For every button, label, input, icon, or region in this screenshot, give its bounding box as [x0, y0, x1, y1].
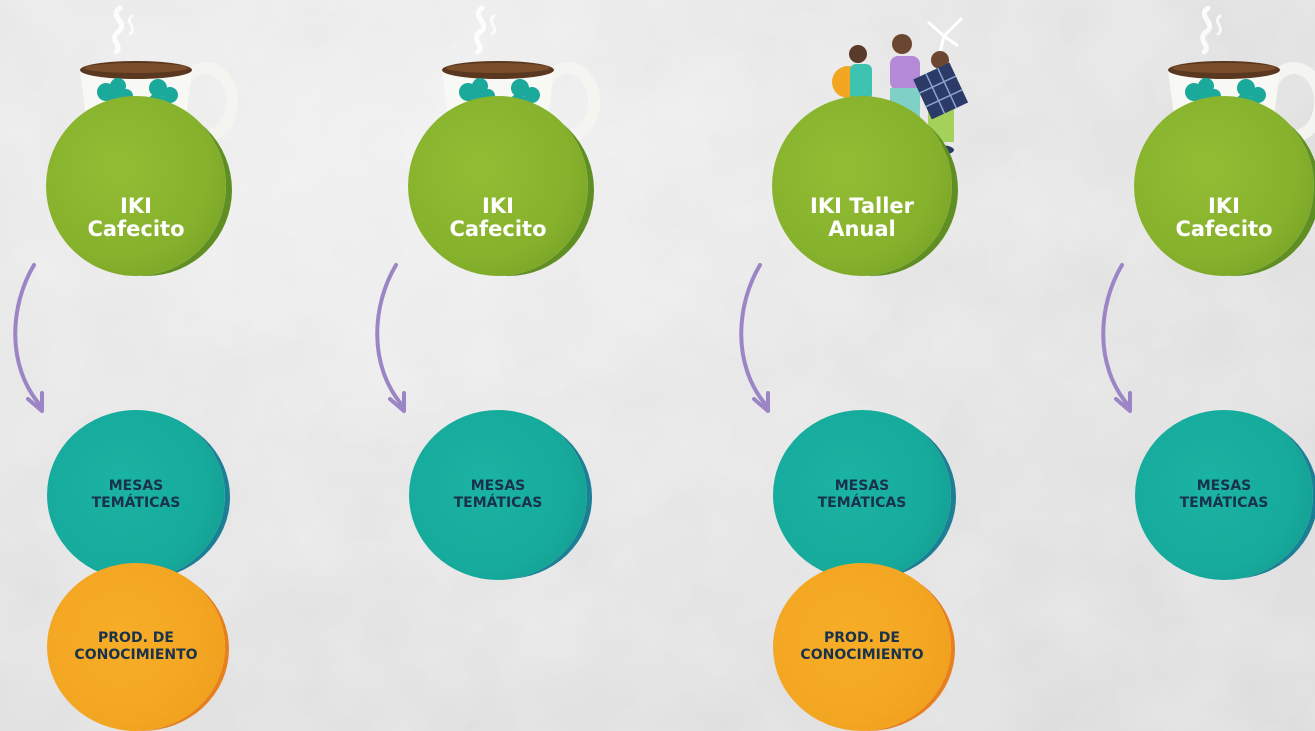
mesas-tematicas-circle: MESAS TEMÁTICAS: [773, 410, 951, 580]
flow-column-3: IKI Taller Anual MESAS TEMÁTICAS PROD. D…: [726, 0, 969, 731]
prod-conocimiento-circle: PROD. DE CONOCIMIENTO: [47, 563, 225, 731]
event-label: IKI Cafecito: [449, 194, 547, 241]
curved-arrow-icon: [1101, 263, 1132, 413]
prod-conocimiento-circle: PROD. DE CONOCIMIENTO: [773, 563, 951, 731]
mesas-tematicas-circle: MESAS TEMÁTICAS: [47, 410, 225, 580]
mesas-label: MESAS TEMÁTICAS: [1179, 478, 1269, 511]
event-label: IKI Cafecito: [87, 194, 185, 241]
event-circle: IKI Cafecito: [408, 96, 588, 276]
flow-column-4: IKI Cafecito MESAS TEMÁTICAS: [1088, 0, 1315, 731]
flow-column-1: IKI Cafecito MESAS TEMÁTICAS PROD. DE CO…: [0, 0, 240, 731]
flow-column-2: IKI Cafecito MESAS TEMÁTICAS: [362, 0, 602, 731]
steam-icon: [474, 5, 497, 55]
event-circle: IKI Taller Anual: [772, 96, 952, 276]
curved-arrow-icon: [13, 263, 44, 413]
mesas-label: MESAS TEMÁTICAS: [817, 478, 907, 511]
curved-arrow-icon: [739, 263, 770, 413]
steam-icon: [1200, 5, 1223, 55]
mesas-label: MESAS TEMÁTICAS: [453, 478, 543, 511]
steam-icon: [112, 5, 135, 55]
solar-panel-icon: [913, 62, 969, 120]
mesas-tematicas-circle: MESAS TEMÁTICAS: [409, 410, 587, 580]
event-label: IKI Cafecito: [1175, 194, 1273, 241]
event-circle: IKI Cafecito: [46, 96, 226, 276]
prod-label: PROD. DE CONOCIMIENTO: [800, 630, 924, 663]
mesas-tematicas-circle: MESAS TEMÁTICAS: [1135, 410, 1313, 580]
event-label: IKI Taller Anual: [810, 194, 914, 241]
mesas-label: MESAS TEMÁTICAS: [91, 478, 181, 511]
curved-arrow-icon: [375, 263, 406, 413]
prod-label: PROD. DE CONOCIMIENTO: [74, 630, 198, 663]
event-circle: IKI Cafecito: [1134, 96, 1314, 276]
